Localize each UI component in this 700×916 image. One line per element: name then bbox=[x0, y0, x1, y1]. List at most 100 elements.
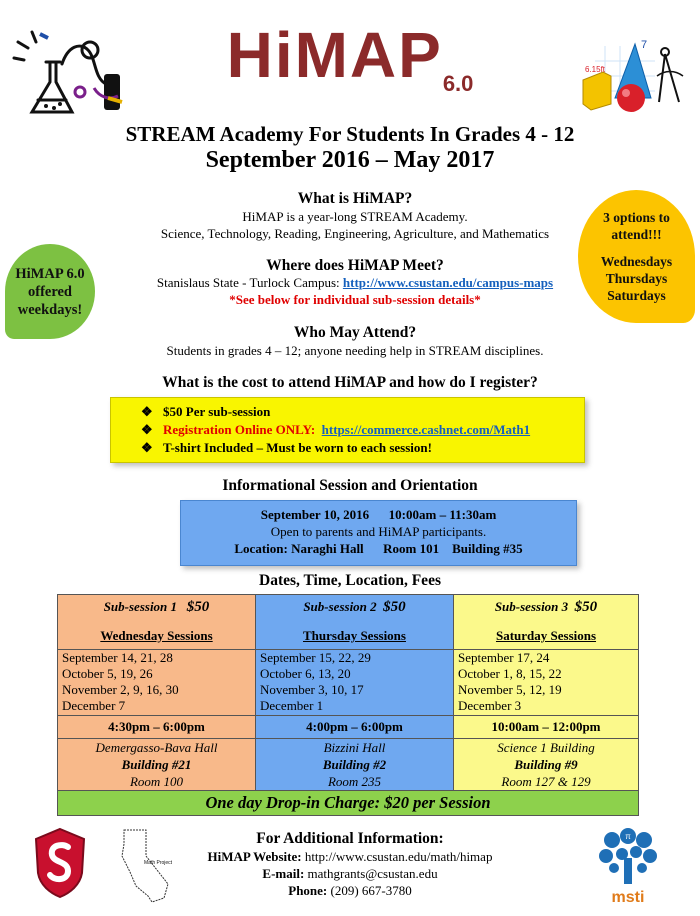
session-date: September 15, 22, 29 bbox=[260, 650, 371, 665]
session-2-dates: September 15, 22, 29 October 6, 13, 20 N… bbox=[255, 649, 454, 716]
campus-maps-link[interactable]: http://www.csustan.edu/campus-maps bbox=[342, 275, 554, 290]
session-2-time: 4:00pm – 6:00pm bbox=[255, 715, 454, 739]
session-date: December 7 bbox=[62, 698, 126, 713]
session-3-name: Sub-session 3 bbox=[494, 599, 569, 614]
info-date: September 10, 2016 bbox=[260, 507, 370, 522]
callout-line-3: weekdays! bbox=[17, 301, 83, 318]
cost-fee-text: $50 Per sub-session bbox=[163, 404, 271, 419]
session-1-header: Sub-session 1 $50 Wednesday Sessions bbox=[57, 594, 256, 650]
session-building: Building #2 bbox=[322, 757, 387, 772]
diamond-bullet-icon: ❖ bbox=[141, 440, 153, 455]
cost-box: ❖ $50 Per sub-session ❖ Registration Onlin… bbox=[110, 397, 585, 463]
website-label: HiMAP Website: bbox=[207, 849, 302, 864]
info-box: September 10, 2016 10:00am – 11:30am Ope… bbox=[180, 500, 577, 566]
table-row: Sub-session 1 $50 Wednesday Sessions Sub… bbox=[57, 594, 639, 650]
session-building: Building #9 bbox=[514, 757, 578, 772]
title-text: HiMAP bbox=[226, 19, 443, 91]
session-1-day: Wednesday Sessions bbox=[100, 628, 213, 643]
phone-label: Phone: bbox=[288, 883, 328, 898]
email-address[interactable]: mathgrants@csustan.edu bbox=[304, 866, 438, 881]
session-2-header: Sub-session 2 $50 Thursday Sessions bbox=[255, 594, 454, 650]
website-link[interactable]: http://www.csustan.edu/math/himap bbox=[301, 849, 493, 864]
session-date: November 2, 9, 16, 30 bbox=[62, 682, 179, 697]
table-row: One day Drop-in Charge: $20 per Session bbox=[57, 790, 639, 816]
session-date: October 5, 19, 26 bbox=[62, 666, 153, 681]
page-title: HiMAP6.0 bbox=[0, 18, 700, 97]
cost-heading: What is the cost to attend HiMAP and how… bbox=[162, 374, 538, 391]
what-line-2: Science, Technology, Reading, Engineerin… bbox=[160, 226, 550, 241]
session-date: October 1, 8, 15, 22 bbox=[458, 666, 562, 681]
exponent-label: 7 bbox=[641, 39, 647, 51]
registration-label: Registration Online ONLY: bbox=[163, 422, 316, 437]
msti-text: msti bbox=[612, 889, 645, 906]
info-audience: Open to parents and HiMAP participants. bbox=[270, 524, 487, 539]
session-date: December 1 bbox=[260, 698, 324, 713]
dropin-charge: One day Drop-in Charge: $20 per Session bbox=[57, 790, 639, 816]
diamond-bullet-icon: ❖ bbox=[141, 422, 153, 437]
session-building: Building #21 bbox=[121, 757, 192, 772]
option-day-1: Wednesdays bbox=[600, 254, 673, 269]
science-flask-icon bbox=[12, 30, 123, 114]
session-date: September 14, 21, 28 bbox=[62, 650, 173, 665]
weekdays-callout: HiMAP 6.0 offered weekdays! bbox=[5, 244, 95, 339]
what-heading: What is HiMAP? bbox=[297, 190, 413, 207]
what-line-1: HiMAP is a year-long STREAM Academy. bbox=[242, 209, 468, 224]
who-line: Students in grades 4 – 12; anyone needin… bbox=[166, 343, 544, 358]
footer-heading: For Additional Information: bbox=[256, 830, 444, 847]
where-campus-line: Stanislaus State - Turlock Campus: http:… bbox=[110, 274, 600, 291]
session-hall: Science 1 Building bbox=[497, 740, 595, 755]
session-hall: Demergasso-Bava Hall bbox=[95, 740, 218, 755]
session-2-fee: $50 bbox=[383, 599, 406, 615]
footer-email: E-mail: mathgrants@csustan.edu bbox=[0, 866, 700, 882]
session-room: Room 127 & 129 bbox=[501, 774, 591, 789]
session-2-name: Sub-session 2 bbox=[303, 599, 377, 614]
session-date: November 5, 12, 19 bbox=[458, 682, 562, 697]
stanislaus-shield-logo bbox=[34, 827, 86, 899]
schedule-table: Sub-session 1 $50 Wednesday Sessions Sub… bbox=[57, 594, 639, 816]
msti-tree-logo: π msti bbox=[599, 828, 657, 906]
who-heading: Who May Attend? bbox=[293, 324, 417, 341]
option-day-2: Thursdays bbox=[605, 271, 668, 286]
footer-website: HiMAP Website: http://www.csustan.edu/ma… bbox=[0, 849, 700, 865]
options-callout: 3 options to attend!!! Wednesdays Thursd… bbox=[578, 190, 695, 323]
session-2-day: Thursday Sessions bbox=[303, 628, 406, 643]
session-date: October 6, 13, 20 bbox=[260, 666, 351, 681]
footer-phone: Phone: (209) 667-3780 bbox=[0, 883, 700, 899]
title-version: 6.0 bbox=[442, 70, 474, 96]
session-1-name: Sub-session 1 bbox=[103, 599, 178, 614]
where-note: *See below for individual sub-session de… bbox=[229, 292, 481, 307]
info-heading: Informational Session and Orientation bbox=[222, 477, 478, 494]
shape-measure-label: 6.15ft bbox=[585, 65, 606, 74]
session-3-day: Saturday Sessions bbox=[495, 628, 597, 643]
campus-text: Stanislaus State - Turlock Campus: bbox=[156, 275, 343, 290]
session-1-fee: $50 bbox=[186, 599, 210, 615]
session-1-location: Demergasso-Bava Hall Building #21 Room 1… bbox=[57, 738, 256, 791]
session-3-dates: September 17, 24 October 1, 8, 15, 22 No… bbox=[453, 649, 639, 716]
table-row: Demergasso-Bava Hall Building #21 Room 1… bbox=[57, 738, 639, 791]
session-1-time: 4:30pm – 6:00pm bbox=[57, 715, 256, 739]
pi-symbol: π bbox=[625, 832, 631, 841]
registration-link[interactable]: https://commerce.cashnet.com/Math1 bbox=[321, 422, 531, 437]
session-hall: Bizzini Hall bbox=[323, 740, 386, 755]
options-line-1: 3 options to bbox=[603, 210, 670, 225]
phone-number: (209) 667-3780 bbox=[327, 883, 412, 898]
subtitle: STREAM Academy For Students In Grades 4 … bbox=[125, 122, 575, 146]
session-date: December 3 bbox=[458, 698, 522, 713]
cost-item-registration: ❖ Registration Online ONLY: https://comme… bbox=[141, 421, 530, 439]
table-row: 4:30pm – 6:00pm 4:00pm – 6:00pm 10:00am … bbox=[57, 715, 639, 739]
info-location: Location: Naraghi Hall Room 101 Building… bbox=[234, 541, 523, 556]
schedule-heading: Dates, Time, Location, Fees bbox=[259, 572, 441, 589]
california-map-icon: Math Project bbox=[121, 829, 173, 903]
session-3-header: Sub-session 3 $50 Saturday Sessions bbox=[453, 594, 639, 650]
session-3-time: 10:00am – 12:00pm bbox=[453, 715, 639, 739]
session-2-location: Bizzini Hall Building #2 Room 235 bbox=[255, 738, 454, 791]
math-shapes-icon: 6.15ft 7 bbox=[575, 36, 695, 116]
session-date: September 17, 24 bbox=[458, 650, 550, 665]
table-row: September 14, 21, 28 October 5, 19, 26 N… bbox=[57, 649, 639, 716]
tshirt-text: T-shirt Included – Must be worn to each … bbox=[163, 440, 432, 455]
where-heading: Where does HiMAP Meet? bbox=[266, 257, 444, 274]
callout-line-2: offered bbox=[27, 283, 73, 300]
session-3-location: Science 1 Building Building #9 Room 127 … bbox=[453, 738, 639, 791]
callout-line-1: HiMAP 6.0 bbox=[15, 265, 85, 282]
map-project-label: Math Project bbox=[144, 860, 173, 866]
